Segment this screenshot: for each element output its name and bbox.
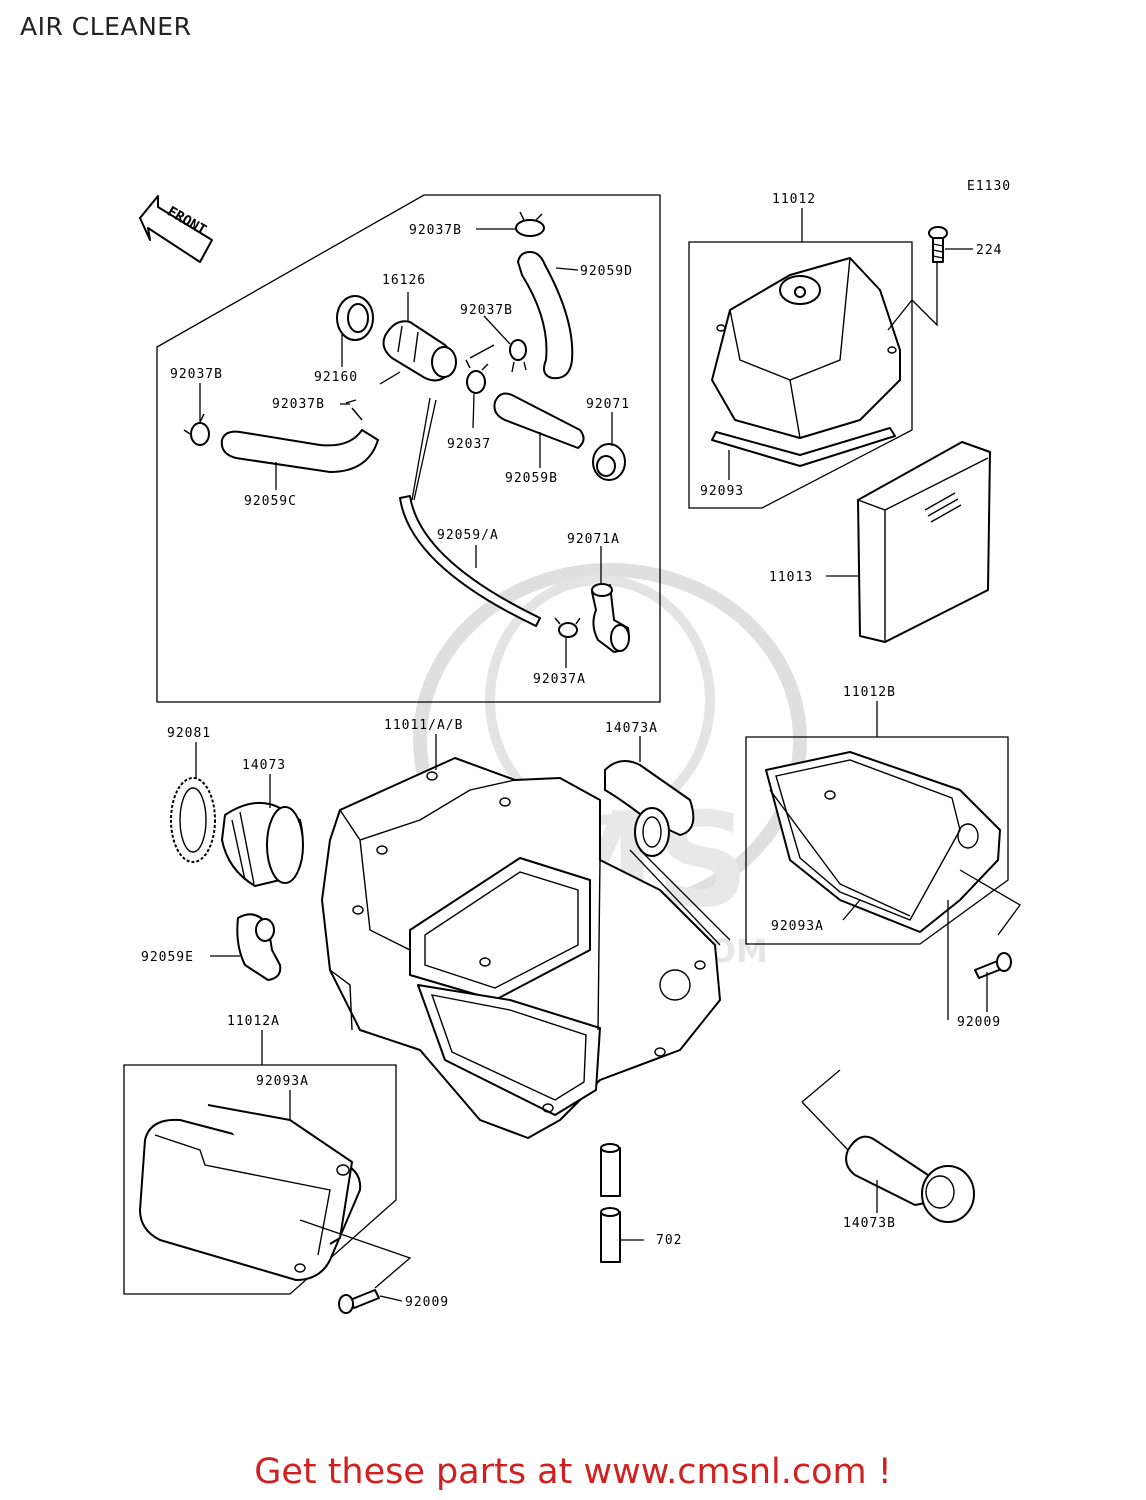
cover-11012-box <box>688 241 913 509</box>
label-702: 702 <box>656 1233 682 1248</box>
part-labels: 92037B 92059D 16126 92037B 92160 92037B … <box>141 192 1002 1310</box>
tube-702 <box>600 1143 621 1263</box>
label-14073B: 14073B <box>843 1216 896 1231</box>
clip-92037A <box>554 617 581 638</box>
cover-11012B <box>765 751 1001 933</box>
duct-14073B <box>845 1135 975 1223</box>
label-92071: 92071 <box>586 397 630 412</box>
label-92081: 92081 <box>167 726 211 741</box>
label-224: 224 <box>976 243 1002 258</box>
label-11012B: 11012B <box>843 685 896 700</box>
duct-14073A <box>604 760 695 857</box>
label-92059D: 92059D <box>580 264 633 279</box>
label-16126: 16126 <box>382 273 426 288</box>
cover-11012A <box>139 1104 362 1281</box>
hose-92059C <box>220 429 379 473</box>
label-92009-right: 92009 <box>957 1015 1001 1030</box>
hose-92059B <box>493 392 585 449</box>
page-title: AIR CLEANER <box>20 12 192 41</box>
label-92059A: 92059/A <box>437 528 499 543</box>
label-11011: 11011/A/B <box>384 718 463 733</box>
cover-11012B-box <box>745 736 1009 945</box>
label-92059B: 92059B <box>505 471 558 486</box>
funnel-14073 <box>221 801 304 887</box>
air-cleaner-housing-11011 <box>321 757 721 1139</box>
screw-92009-right <box>974 952 1012 979</box>
filter-element-11013 <box>857 441 991 643</box>
screw-224 <box>928 226 948 263</box>
footer-promo-text[interactable]: Get these parts at www.cmsnl.com ! <box>254 1452 892 1492</box>
label-92037A: 92037A <box>533 672 586 687</box>
label-92059E: 92059E <box>141 950 194 965</box>
clip-92037B-center <box>345 399 363 421</box>
front-arrow-icon: FRONT <box>139 195 213 263</box>
label-92071A: 92071A <box>567 532 620 547</box>
hose-92059D <box>517 251 574 380</box>
label-92009-left: 92009 <box>405 1295 449 1310</box>
screw-92009-left <box>338 1289 380 1314</box>
cap-92071 <box>592 443 626 481</box>
valve-16126 <box>382 320 457 382</box>
label-92037: 92037 <box>447 437 491 452</box>
label-92037B-mid: 92037B <box>460 303 513 318</box>
cover-11012 <box>711 257 901 439</box>
label-11012A: 11012A <box>227 1014 280 1029</box>
spring-92081 <box>170 777 216 863</box>
label-92093: 92093 <box>700 484 744 499</box>
hose-subassembly-box <box>156 194 661 703</box>
label-92093A-left: 92093A <box>256 1074 309 1089</box>
hose-92059A <box>399 495 541 627</box>
label-92037B-top: 92037B <box>409 223 462 238</box>
label-92037B-center: 92037B <box>272 397 325 412</box>
clip-92037B-top <box>515 211 545 237</box>
label-14073: 14073 <box>242 758 286 773</box>
cover-11012A-box <box>123 1064 397 1295</box>
label-14073A: 14073A <box>605 721 658 736</box>
label-92160: 92160 <box>314 370 358 385</box>
label-92093A-right: 92093A <box>771 919 824 934</box>
clip-92037 <box>465 359 489 394</box>
leader-lines <box>195 208 1021 1302</box>
gasket-92093 <box>711 427 896 467</box>
clip-92037B-mid <box>509 339 527 373</box>
elbow-92059E <box>236 913 282 981</box>
diagram-code: E1130 <box>967 179 1011 194</box>
seal-92160 <box>336 295 374 341</box>
label-92059C: 92059C <box>244 494 297 509</box>
label-11012: 11012 <box>772 192 816 207</box>
elbow-92071A <box>591 583 630 653</box>
clip-92037B-left <box>183 413 210 446</box>
label-92037B-left: 92037B <box>170 367 223 382</box>
label-11013: 11013 <box>769 570 813 585</box>
